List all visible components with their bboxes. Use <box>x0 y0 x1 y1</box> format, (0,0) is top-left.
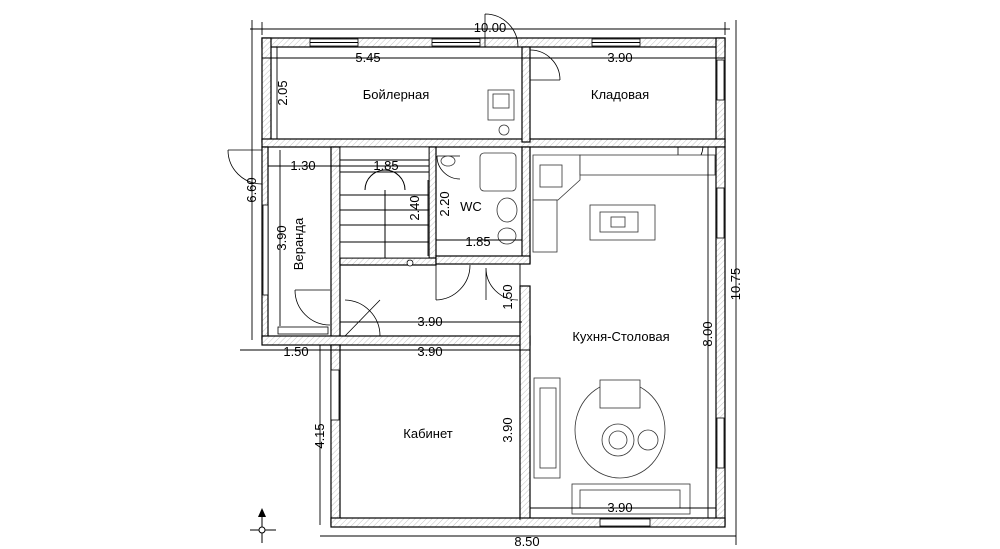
dim-wc-height: 2.20 <box>437 191 452 216</box>
walls <box>261 37 726 528</box>
dim-hall-width: 3.90 <box>417 314 442 329</box>
dim-kitchen-width: 3.90 <box>607 500 632 515</box>
windows <box>262 38 725 527</box>
room-label-office: Кабинет <box>403 426 452 441</box>
dim-right-total: 10.75 <box>728 268 743 301</box>
room-label-storage: Кладовая <box>591 87 649 102</box>
room-label-boiler: Бойлерная <box>363 87 430 102</box>
dim-veranda-width: 1.30 <box>290 158 315 173</box>
dim-top-left: 5.45 <box>355 50 380 65</box>
dim-kitchen-height: 8.00 <box>700 321 715 346</box>
dim-office-width: 3.90 <box>417 344 442 359</box>
dim-left-boiler: 2.05 <box>275 80 290 105</box>
dim-bottom-left: 1.50 <box>283 344 308 359</box>
doors <box>227 13 704 337</box>
room-label-kitchen: Кухня-Столовая <box>572 329 669 344</box>
dim-wc-width: 1.85 <box>465 234 490 249</box>
dimension-lines <box>240 20 737 545</box>
dim-stair-width: 1.85 <box>373 158 398 173</box>
dim-hall-height: 1.50 <box>500 284 515 309</box>
dim-bottom-total: 8.50 <box>514 534 539 549</box>
dim-stair-height: 2.40 <box>407 195 422 220</box>
dim-top-right: 3.90 <box>607 50 632 65</box>
north-arrow-icon <box>250 508 276 543</box>
dim-left-total: 6.60 <box>244 177 259 202</box>
dim-top-total: 10.00 <box>474 20 507 35</box>
room-label-veranda: Веранда <box>291 217 306 270</box>
dim-left-office: 4.15 <box>312 423 327 448</box>
dim-veranda-length: 3.90 <box>274 225 289 250</box>
room-label-wc: WC <box>460 199 482 214</box>
furniture <box>440 89 716 515</box>
dim-office-height: 3.90 <box>500 417 515 442</box>
staircase <box>339 146 430 267</box>
